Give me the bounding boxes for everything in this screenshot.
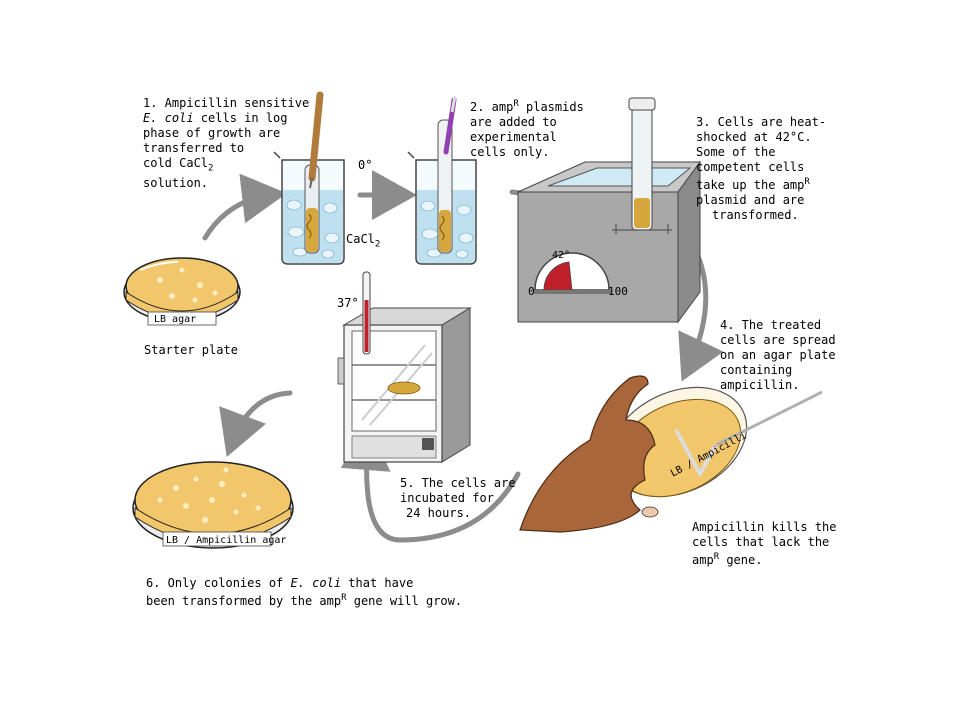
step-1-line-3: phase of growth are <box>143 126 281 140</box>
step-2-plasmids: plasmids <box>518 100 584 114</box>
step-3-sup: R <box>804 177 810 187</box>
step-2-amp: 2. amp <box>470 100 514 114</box>
kills-line-3: ampR gene. <box>692 550 837 568</box>
step-2-sup: R <box>513 99 519 109</box>
step-1-line-5: cold CaCl2 <box>143 156 309 176</box>
step-1-cacl-sub: 2 <box>208 163 214 174</box>
step-6-line-1: 6. Only colonies of E. coli that have <box>146 576 462 591</box>
water-bath <box>517 97 701 324</box>
step-2-line-1: 2. ampR plasmids <box>470 97 584 115</box>
ampicillin-plate-label: LB / Ampicillin agar <box>166 535 287 546</box>
step-3-line-3: Some of the <box>696 145 776 159</box>
step-6-ecoli: E. coli <box>290 576 342 590</box>
cacl2-sub: 2 <box>374 239 381 250</box>
step-6-sup: R <box>341 593 347 603</box>
thermometer-reading: 37° <box>337 296 359 310</box>
kills-amp: amp <box>692 553 714 567</box>
starter-plate <box>123 257 241 326</box>
step-1-line-6: solution. <box>143 176 209 191</box>
incubator <box>337 271 472 463</box>
step-5-text: 5. The cells are incubated for 24 hours. <box>400 476 516 521</box>
arrow-plate-to-beaker <box>202 173 287 241</box>
cacl2-label: CaCl2 <box>346 232 380 252</box>
step-6-pre: 6. Only colonies of <box>146 576 291 590</box>
result-plate <box>132 461 294 549</box>
step-4-line-3: on an agar plate <box>720 348 836 362</box>
beaker-cold-cacl2 <box>273 91 345 265</box>
step-5-line-2: incubated for <box>400 491 494 505</box>
step-3-line-2: shocked at 42°C. <box>696 130 812 144</box>
step-2-line-2: are added to <box>470 115 557 129</box>
step-4-line-5: ampicillin. <box>720 378 800 392</box>
step-1-line-1: 1. Ampicillin sensitive <box>143 96 310 110</box>
step-2-line-3: experimental <box>470 130 557 144</box>
gauge-max: 100 <box>608 285 628 298</box>
step-1-line-2: E. coli cells in log <box>143 111 309 126</box>
step-5-line-3: 24 hours. <box>406 506 472 520</box>
step-1-ecoli: E. coli <box>143 111 194 125</box>
step-1-text: 1. Ampicillin sensitive E. coli cells in… <box>143 96 309 191</box>
step-6-text: 6. Only colonies of E. coli that have be… <box>146 576 462 609</box>
step-4-line-4: containing <box>720 363 793 377</box>
step-3-amp: take up the amp <box>696 178 805 192</box>
step-2-line-4: cells only. <box>470 145 550 159</box>
starter-plate-caption: Starter plate <box>144 343 238 357</box>
step-1-cacl: cold CaCl <box>143 156 209 170</box>
step-4-line-1: 4. The treated <box>720 318 822 332</box>
kills-sup: R <box>713 552 720 562</box>
cacl2-text: CaCl <box>346 232 375 246</box>
zero-degree-label: 0° <box>358 158 373 172</box>
step-6-post: that have <box>341 576 414 590</box>
step-4-text: 4. The treated cells are spread on an ag… <box>720 318 836 393</box>
step-1-line-4: transferred to <box>143 141 245 155</box>
step-5-line-1: 5. The cells are <box>400 476 516 490</box>
step-2-text: 2. ampR plasmids are added to experiment… <box>470 97 584 160</box>
step-6-grow: gene will grow. <box>346 594 463 608</box>
step-6-amp: been transformed by the amp <box>146 594 342 608</box>
starter-plate-label: LB agar <box>154 314 197 325</box>
step-6-line-2: been transformed by the ampR gene will g… <box>146 591 462 609</box>
step-3-line-5: take up the ampR <box>696 175 826 193</box>
step-1-line-2-rest: cells in log <box>193 111 288 125</box>
beaker-add-plasmid <box>407 95 477 265</box>
arrow-incubator-to-result <box>219 390 293 458</box>
kills-line-2: cells that lack the <box>692 535 830 549</box>
kills-line-1: Ampicillin kills the <box>692 520 837 534</box>
step-3-line-4: competent cells <box>696 160 805 174</box>
gauge-reading: 42° <box>552 250 571 261</box>
gauge-min: 0 <box>528 285 535 298</box>
step-4-line-2: cells are spread <box>720 333 836 347</box>
step-3-line-7: transformed. <box>712 208 799 222</box>
step-3-line-6: plasmid and are <box>696 193 805 207</box>
hand-holding-plate <box>519 375 823 533</box>
step-3-line-1: 3. Cells are heat- <box>696 115 827 129</box>
arrow-plate-to-incubator <box>340 425 521 543</box>
kills-gene: gene. <box>719 553 763 567</box>
kills-text: Ampicillin kills the cells that lack the… <box>692 520 837 568</box>
step-3-text: 3. Cells are heat- shocked at 42°C. Some… <box>696 115 826 223</box>
